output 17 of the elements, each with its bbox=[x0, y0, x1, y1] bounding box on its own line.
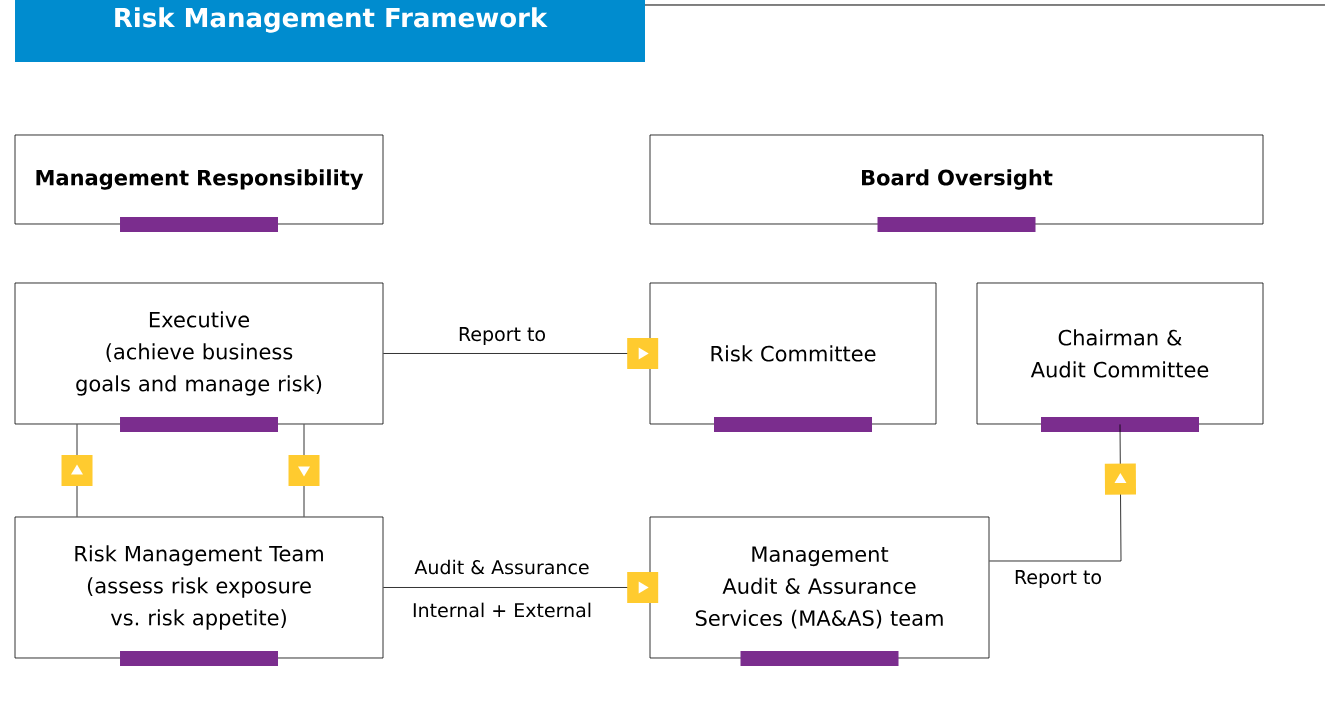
title-band: Risk Management Framework bbox=[15, 0, 645, 62]
connector-arrow bbox=[288, 424, 320, 517]
box: Executive (achieve business goals and manage risk) bbox=[14, 282, 384, 432]
box: Management Audit & Assurance Services (MA&AS) team bbox=[649, 516, 990, 666]
box: Chairman & Audit Committee bbox=[976, 282, 1264, 432]
box: Risk Management Team (assess risk exposure vs. risk appetite) bbox=[14, 516, 384, 666]
box: Management Responsibility bbox=[14, 134, 384, 232]
edge-label: Report to bbox=[459, 327, 545, 345]
connector-arrow bbox=[61, 424, 93, 517]
line-label: Internal + External bbox=[413, 602, 591, 618]
edge-label: Audit & Assurance bbox=[414, 559, 589, 575]
connector-arrow bbox=[383, 572, 659, 603]
edge-label: Report to bbox=[1015, 570, 1101, 588]
box: Board Oversight bbox=[649, 134, 1264, 232]
connector-arrow bbox=[989, 424, 1136, 562]
connector-arrow bbox=[383, 338, 659, 369]
box: Risk Committee bbox=[649, 282, 937, 432]
